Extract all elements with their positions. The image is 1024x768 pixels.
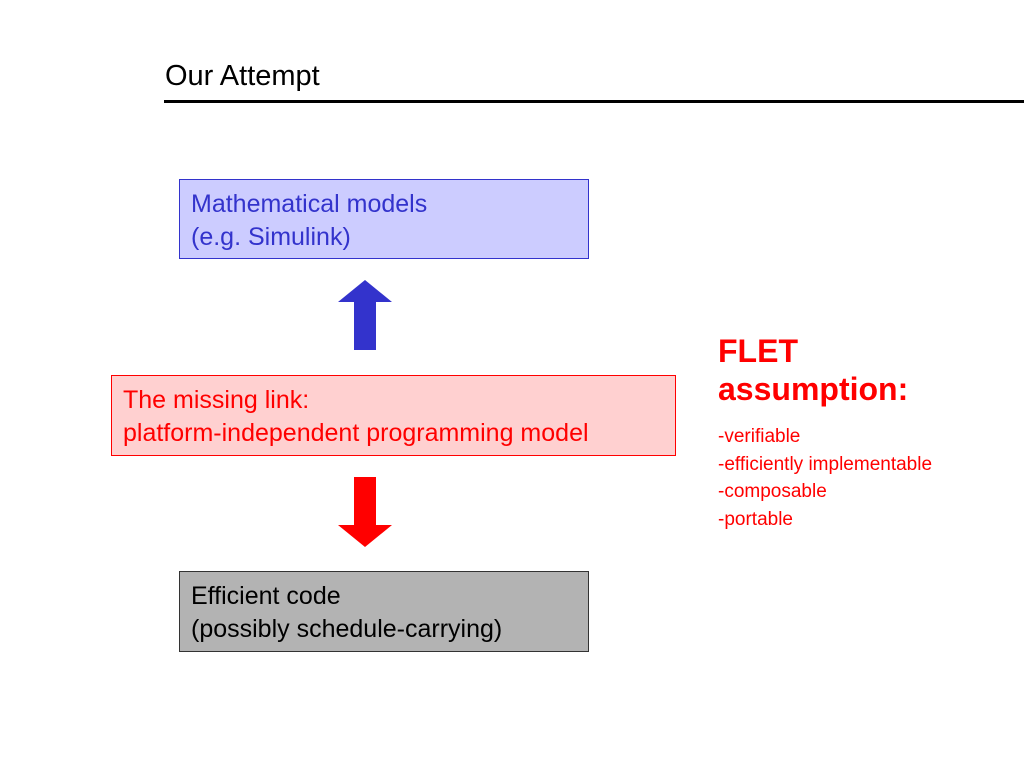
efficient-code-box: Efficient code (possibly schedule-carryi…: [179, 571, 589, 652]
arrow-up-icon: [338, 280, 392, 350]
flet-item-portable: -portable: [718, 508, 793, 530]
arrow-down-icon: [338, 477, 392, 547]
code-box-line1: Efficient code: [191, 582, 341, 610]
flet-item-composable: -composable: [718, 481, 827, 502]
flet-heading: FLET assumption:: [718, 332, 932, 408]
flet-heading-line1: FLET: [718, 333, 798, 369]
flet-property-list: -verifiable -efficiently implementable -…: [718, 423, 932, 533]
code-box-line2: (possibly schedule-carrying): [191, 615, 503, 643]
missing-link-box: The missing link: platform-independent p…: [111, 375, 676, 456]
link-box-line2: platform-independent programming model: [123, 419, 589, 447]
math-box-line2: (e.g. Simulink): [191, 223, 351, 251]
flet-heading-line2: assumption:: [718, 371, 909, 407]
mathematical-models-box: Mathematical models (e.g. Simulink): [179, 179, 589, 259]
flet-item-efficiently-implementable: -efficiently implementable: [718, 453, 933, 475]
flet-assumption-panel: FLET assumption: -verifiable -efficientl…: [718, 332, 932, 533]
flet-item-verifiable: -verifiable: [718, 426, 801, 447]
link-box-line1: The missing link:: [123, 386, 310, 414]
math-box-line1: Mathematical models: [191, 190, 428, 218]
title-rule: [164, 100, 1024, 103]
slide-title: Our Attempt: [165, 60, 320, 92]
